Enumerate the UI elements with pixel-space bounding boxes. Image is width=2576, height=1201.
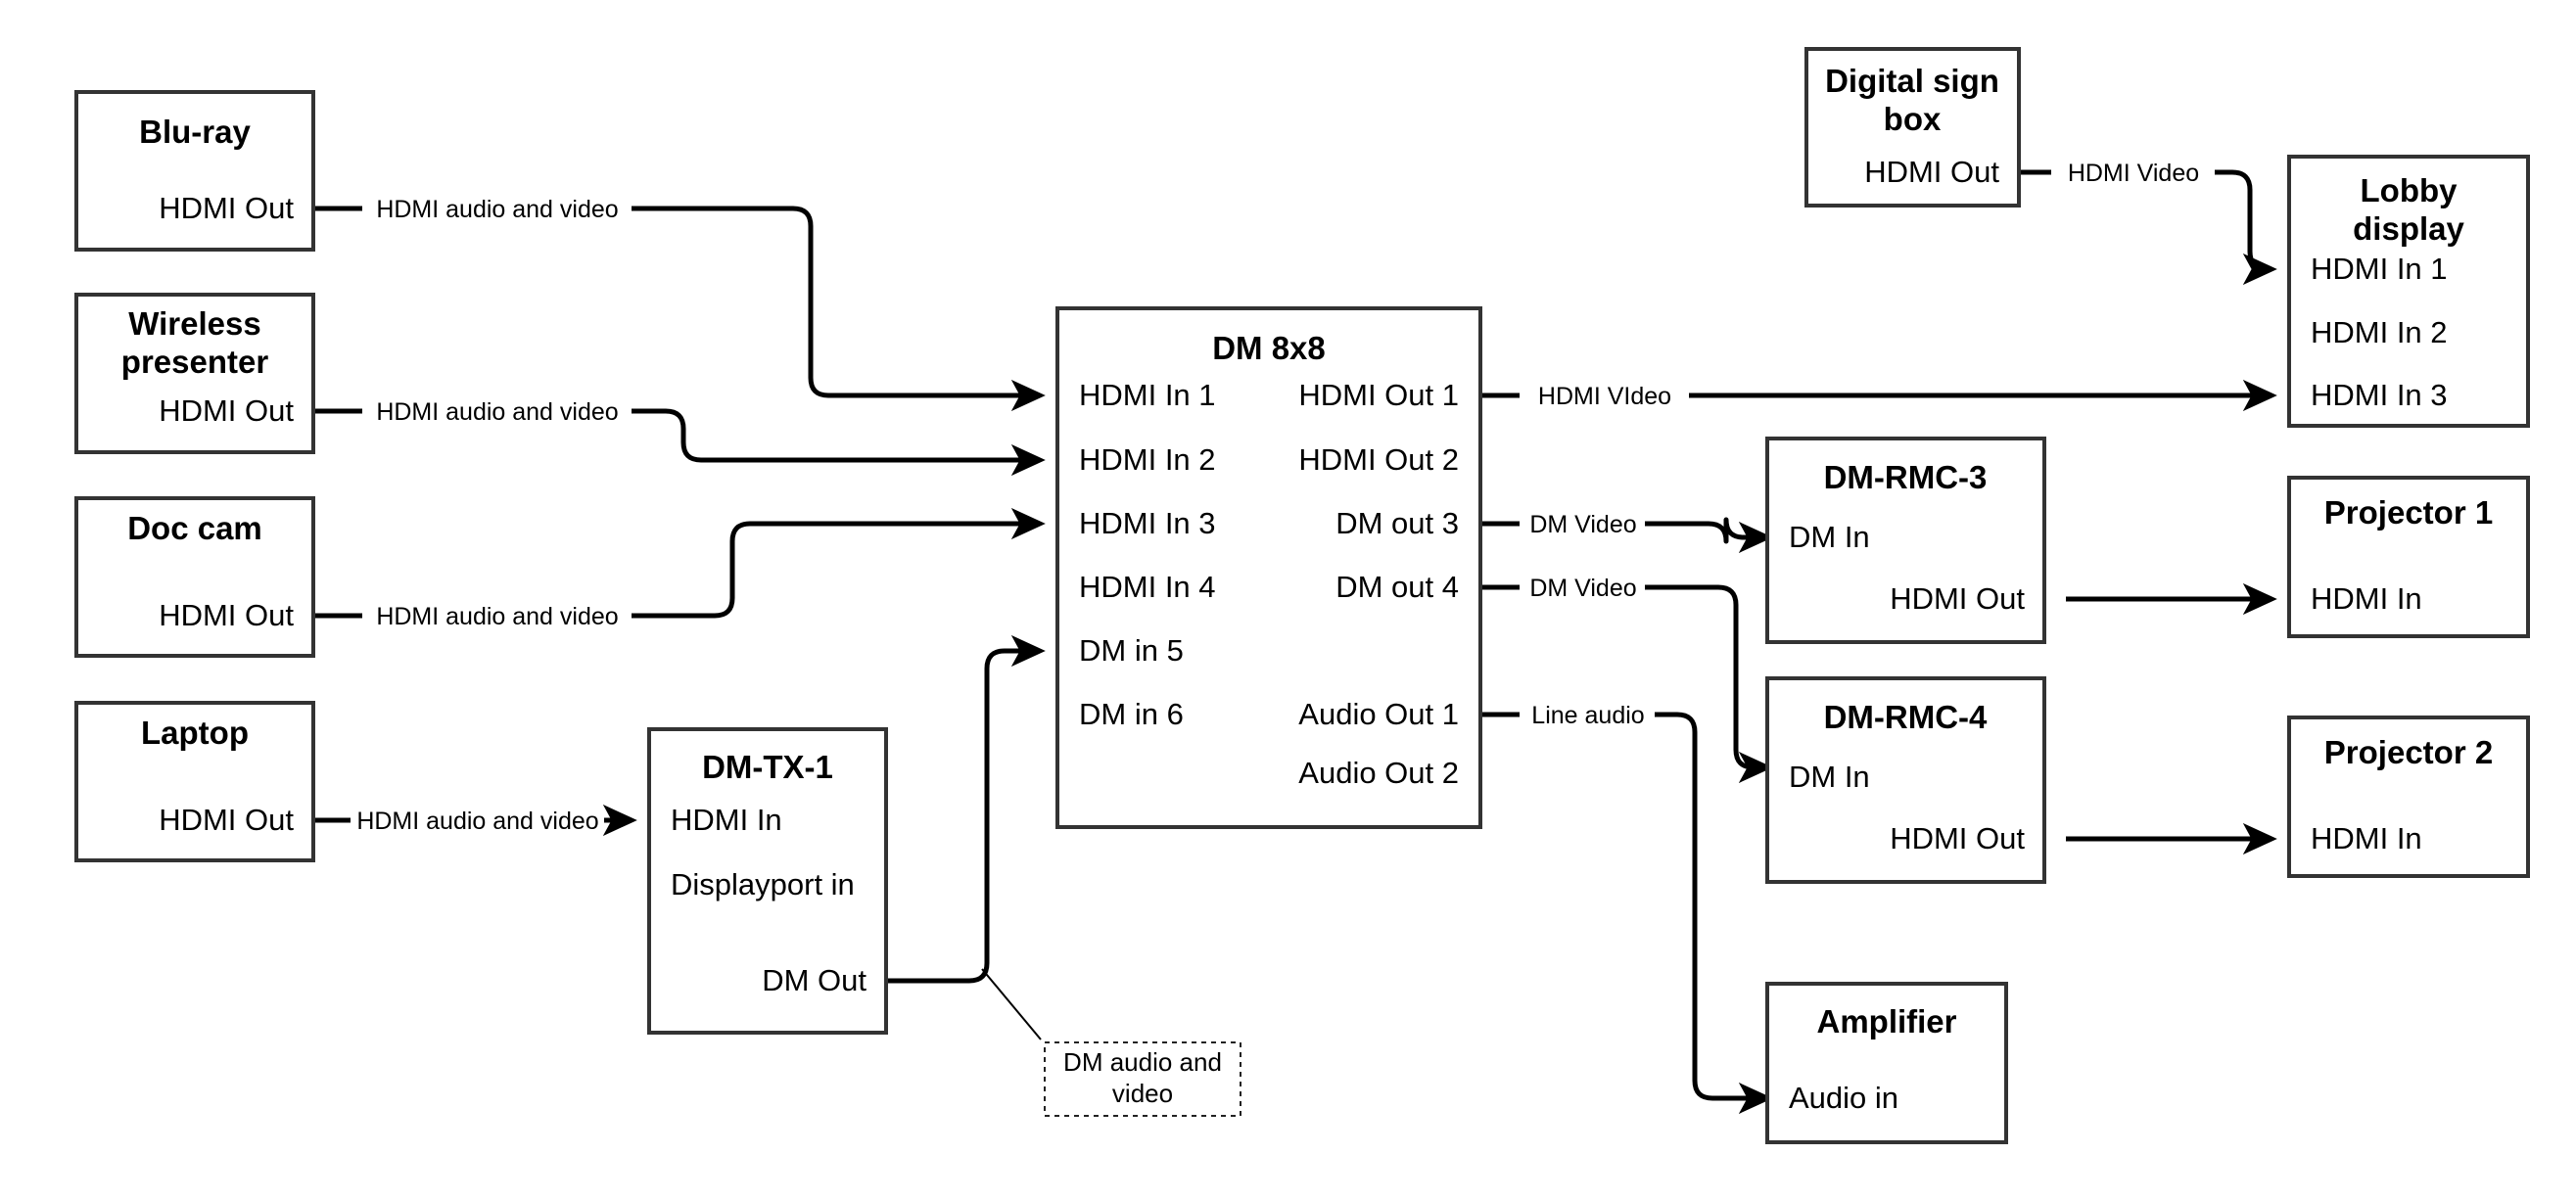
node-wireless-presenter-box[interactable]: [74, 293, 315, 454]
node-dm-tx-1-box[interactable]: [647, 727, 888, 1035]
node-doc-cam[interactable]: Doc cam HDMI Out: [74, 496, 315, 658]
node-digital-sign-box-title-line1: Digital sign: [1825, 63, 1999, 99]
node-dm-8x8-port-hdmi-out-1: HDMI Out 1: [1298, 378, 1459, 412]
node-dm-8x8-port-hdmi-in-2: HDMI In 2: [1079, 442, 1216, 477]
node-dm-8x8-port-dm-in-6: DM in 6: [1079, 697, 1184, 731]
node-dm-rmc-3-port-dm-in: DM In: [1789, 520, 1870, 554]
node-dm-8x8-port-hdmi-out-2: HDMI Out 2: [1298, 442, 1459, 477]
node-projector-2-port-hdmi-in: HDMI In: [2311, 821, 2422, 855]
node-laptop-box[interactable]: [74, 701, 315, 862]
node-lobby-display[interactable]: Lobby display HDMI In 1 HDMI In 2 HDMI I…: [2287, 155, 2530, 428]
node-digital-sign-box-title-line2: box: [1884, 101, 1942, 137]
node-wireless-presenter[interactable]: Wireless presenter HDMI Out: [74, 293, 315, 454]
edge-labels: HDMI audio and video HDMI audio and vide…: [356, 160, 2199, 835]
edge-label-doccam-to-dm8x8: HDMI audio and video: [376, 603, 618, 630]
node-amplifier-port-audio-in: Audio in: [1789, 1081, 1898, 1115]
node-projector-1-port-hdmi-in: HDMI In: [2311, 581, 2422, 616]
node-projector-2[interactable]: Projector 2 HDMI In: [2287, 716, 2530, 878]
node-dm-8x8-port-hdmi-in-4: HDMI In 4: [1079, 570, 1216, 604]
wire-doccam-to-dm8x8-run: [632, 507, 1046, 619]
node-dm-tx-1-port-dm-out: DM Out: [762, 963, 866, 997]
node-projector-1-title: Projector 1: [2324, 494, 2493, 531]
edge-label-dm8x8-hdmiout1-lobby: HDMI VIdeo: [1538, 383, 1671, 410]
wire-dm8x8-dmout4-to-rmc4: [1645, 584, 1773, 784]
node-amplifier-title: Amplifier: [1816, 1003, 1956, 1039]
node-bluray[interactable]: Blu-ray HDMI Out: [74, 90, 315, 252]
callout-dm-audio-and-video-line2: video: [1112, 1079, 1173, 1108]
node-projector-2-title: Projector 2: [2324, 734, 2493, 770]
edge-label-dm8x8-dmout3-rmc3: DM Video: [1529, 511, 1636, 538]
node-dm-8x8-port-dm-out-3: DM out 3: [1335, 506, 1459, 540]
node-dm-8x8-port-hdmi-in-3: HDMI In 3: [1079, 506, 1216, 540]
node-dm-8x8-port-audio-out-1: Audio Out 1: [1298, 697, 1459, 731]
node-dm-tx-1-title: DM-TX-1: [702, 749, 833, 785]
wire-wireless-to-dm8x8-run: [632, 408, 1046, 477]
edge-label-dm8x8-dmout4-rmc4: DM Video: [1529, 575, 1636, 602]
node-dm-rmc-3-title: DM-RMC-3: [1824, 459, 1988, 495]
node-projector-1[interactable]: Projector 1 HDMI In: [2287, 476, 2530, 638]
node-dm-rmc-3[interactable]: DM-RMC-3 DM In HDMI Out: [1765, 437, 2046, 644]
node-laptop[interactable]: Laptop HDMI Out: [74, 701, 315, 862]
wire-dm8x8-dmout3-to-rmc3: [1645, 517, 1773, 554]
node-wireless-presenter-title-line2: presenter: [121, 344, 269, 380]
wire-dmtx1-to-dm8x8: [886, 634, 1046, 984]
node-bluray-title: Blu-ray: [139, 114, 251, 150]
node-lobby-display-port-hdmi-in-1: HDMI In 1: [2311, 252, 2448, 286]
node-doc-cam-box[interactable]: [74, 496, 315, 658]
node-laptop-port-hdmi-out: HDMI Out: [159, 803, 294, 837]
node-projector-1-box[interactable]: [2287, 476, 2530, 638]
node-dm-rmc-3-box[interactable]: [1765, 437, 2046, 644]
edge-label-signbox-to-lobby: HDMI Video: [2068, 160, 2199, 187]
node-dm-8x8[interactable]: DM 8x8 HDMI In 1 HDMI In 2 HDMI In 3 HDM…: [1055, 306, 1482, 829]
edge-label-laptop-to-dmtx1: HDMI audio and video: [356, 808, 598, 835]
node-lobby-display-box[interactable]: [2287, 155, 2530, 428]
node-lobby-display-title-line1: Lobby: [2361, 172, 2459, 208]
node-wireless-presenter-title-line1: Wireless: [128, 305, 260, 342]
edge-label-dm8x8-audioout1-amp: Line audio: [1531, 702, 1644, 729]
node-laptop-title: Laptop: [141, 715, 249, 751]
wire-bluray-to-dm8x8-run: [632, 206, 1046, 412]
edge-label-wireless-to-dm8x8: HDMI audio and video: [376, 398, 618, 426]
node-dm-rmc-4-port-dm-in: DM In: [1789, 760, 1870, 794]
leader-line-dm-audio-video: [981, 968, 1042, 1040]
connection-wires: [313, 169, 2277, 1115]
callout-dm-audio-and-video: DM audio and video: [1044, 1041, 1241, 1117]
node-dm-rmc-4-title: DM-RMC-4: [1824, 699, 1988, 735]
node-amplifier-box[interactable]: [1765, 982, 2008, 1144]
node-digital-sign-box[interactable]: Digital sign box HDMI Out: [1804, 47, 2021, 208]
wire-dm8x8-audioout1-to-amp: [1655, 712, 1773, 1115]
node-doc-cam-title: Doc cam: [127, 510, 262, 546]
node-dm-rmc-4-box[interactable]: [1765, 676, 2046, 884]
node-wireless-presenter-port-hdmi-out: HDMI Out: [159, 393, 294, 428]
node-dm-tx-1-port-displayport-in: Displayport in: [671, 867, 855, 901]
node-dm-8x8-port-dm-in-5: DM in 5: [1079, 633, 1184, 668]
callout-dm-audio-and-video-box: [1044, 1041, 1241, 1117]
node-dm-8x8-port-hdmi-in-1: HDMI In 1: [1079, 378, 1216, 412]
node-digital-sign-box-box[interactable]: [1804, 47, 2021, 208]
callout-dm-audio-and-video-line1: DM audio and: [1063, 1047, 1222, 1077]
node-dm-tx-1-port-hdmi-in: HDMI In: [671, 803, 782, 837]
node-amplifier[interactable]: Amplifier Audio in: [1765, 982, 2008, 1144]
node-lobby-display-port-hdmi-in-2: HDMI In 2: [2311, 315, 2448, 349]
node-dm-8x8-box[interactable]: [1055, 306, 1482, 829]
node-dm-8x8-title: DM 8x8: [1212, 330, 1326, 366]
node-dm-rmc-4[interactable]: DM-RMC-4 DM In HDMI Out: [1765, 676, 2046, 884]
node-bluray-box[interactable]: [74, 90, 315, 252]
node-lobby-display-title-line2: display: [2353, 210, 2464, 247]
node-doc-cam-port-hdmi-out: HDMI Out: [159, 598, 294, 632]
node-digital-sign-box-port-hdmi-out: HDMI Out: [1864, 155, 1999, 189]
node-dm-rmc-3-port-hdmi-out: HDMI Out: [1890, 581, 2025, 616]
node-dm-8x8-port-audio-out-2: Audio Out 2: [1298, 756, 1459, 790]
node-projector-2-box[interactable]: [2287, 716, 2530, 878]
node-dm-tx-1[interactable]: DM-TX-1 HDMI In Displayport in DM Out: [647, 727, 888, 1035]
node-dm-rmc-4-port-hdmi-out: HDMI Out: [1890, 821, 2025, 855]
wire-signbox-to-lobby: [2215, 169, 2277, 286]
node-dm-8x8-port-dm-out-4: DM out 4: [1335, 570, 1459, 604]
edge-label-bluray-to-dm8x8: HDMI audio and video: [376, 196, 618, 223]
node-lobby-display-port-hdmi-in-3: HDMI In 3: [2311, 378, 2448, 412]
node-bluray-port-hdmi-out: HDMI Out: [159, 191, 294, 225]
